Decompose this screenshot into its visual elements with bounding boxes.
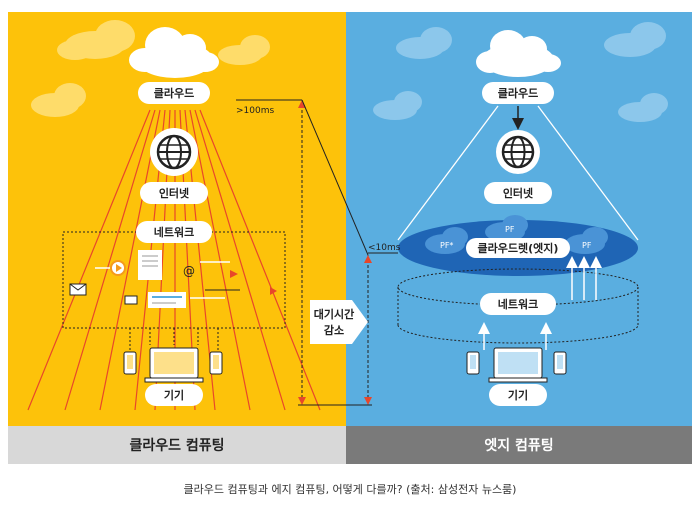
cloud-computing-panel: 클라우드 인터넷 네트워크 @: [8, 12, 346, 464]
device-links: [129, 328, 219, 350]
network-data-icons: @: [69, 250, 277, 308]
pf-label-3: PF: [582, 241, 592, 250]
network-label: 네트워크: [498, 297, 538, 311]
internet-label-pill: [140, 182, 208, 204]
cloud-label: 클라우드: [154, 86, 194, 100]
edge-cone-lines: [397, 105, 639, 241]
internet-label-pill: [484, 182, 552, 204]
pf-label-2: PF: [505, 225, 515, 234]
globe-icon: [496, 130, 540, 174]
cloud-latency-label: >100ms: [236, 106, 274, 116]
edge-computing-panel: 클라우드 인터넷 PF* PF PF 클라우드렛(엣지): [346, 12, 692, 464]
devices-icon: [123, 347, 223, 383]
cloudlet-label: 클라우드렛(엣지): [478, 241, 559, 255]
cloud-computing-title: 클라우드 컴퓨팅: [129, 437, 224, 454]
globe-icon: [150, 128, 198, 176]
reduce-label-2: 감소: [324, 323, 344, 337]
internet-label: 인터넷: [159, 186, 189, 200]
background-cloud-icon: [373, 22, 668, 122]
right-footer: [346, 426, 692, 464]
internet-label: 인터넷: [503, 186, 533, 200]
left-footer: [8, 426, 346, 464]
cloud-icon: [476, 30, 561, 77]
cloud-label: 클라우드: [498, 86, 538, 100]
device-label-pill: [145, 384, 203, 406]
network-label-pill: [136, 221, 212, 243]
devices-icon: [466, 347, 567, 383]
cloud-icon: [129, 27, 219, 78]
edge-vs-cloud-diagram: 클라우드 인터넷 네트워크 @: [8, 12, 692, 464]
cloud-label-pill: [482, 82, 554, 104]
svg-text:@: @: [183, 264, 195, 278]
device-label: 기기: [508, 388, 528, 402]
reduce-label-1: 대기시간: [314, 307, 354, 321]
network-label: 네트워크: [154, 225, 194, 239]
network-label-pill: [480, 293, 556, 315]
latency-reduction-arrow: 대기시간 감소: [310, 300, 368, 344]
background-cloud-icon: [31, 20, 270, 117]
figure-caption: 클라우드 컴퓨팅과 에지 컴퓨팅, 어떻게 다를까? (출처: 삼성전자 뉴스룸…: [183, 483, 517, 496]
latency-connector-line: [301, 99, 369, 256]
device-label-pill: [489, 384, 547, 406]
edge-computing-title: 엣지 컴퓨팅: [484, 437, 553, 454]
cloud-label-pill: [138, 82, 210, 104]
device-label: 기기: [164, 388, 184, 402]
cloudlet-label-pill: [466, 238, 570, 258]
edge-network-boundary: [397, 268, 639, 344]
upload-arrows: [478, 256, 602, 350]
pf-label-1: PF*: [440, 241, 453, 250]
cloudlet-layer: PF* PF PF 클라우드렛(엣지): [398, 215, 638, 276]
edge-latency-label: <10ms: [368, 243, 401, 253]
